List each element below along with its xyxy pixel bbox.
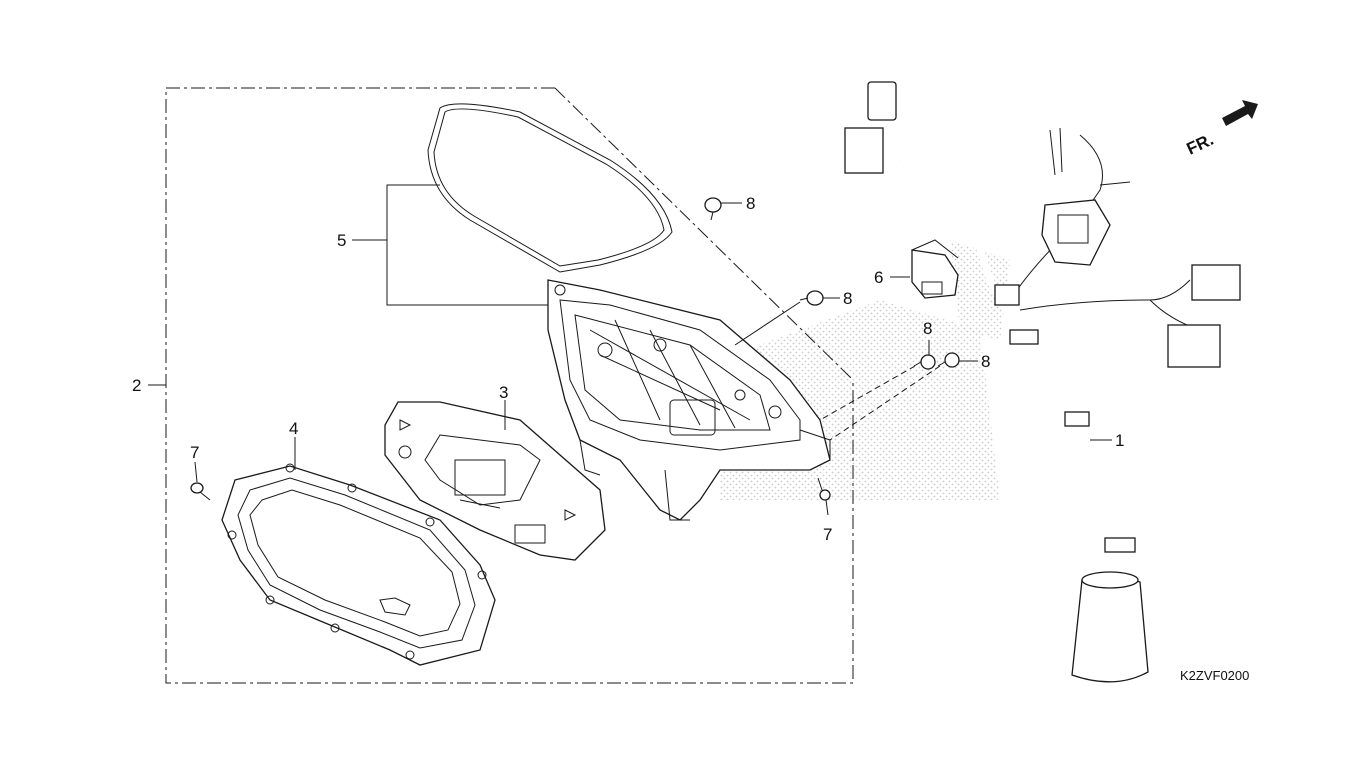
callout-8-top: 8 — [746, 194, 755, 213]
screw-8-top — [704, 197, 722, 221]
callout-7-left: 7 — [190, 443, 199, 462]
diagram-code: K2ZVF0200 — [1180, 668, 1249, 683]
callout-4: 4 — [289, 419, 298, 438]
callout-8-lower-b: 8 — [981, 352, 990, 371]
screw-8-mid — [799, 290, 824, 306]
callout-7-right: 7 — [823, 525, 832, 544]
callout-8-mid: 8 — [843, 289, 852, 308]
fastener-lines — [734, 301, 941, 441]
callouts: 1 2 3 4 5 6 7 7 8 8 8 8 — [132, 194, 1124, 544]
meter-case-part — [547, 279, 831, 521]
leader-lines — [148, 184, 1112, 516]
callout-8-lower-a: 8 — [923, 319, 932, 338]
screw-8-lower-a — [913, 354, 936, 370]
front-direction-indicator: FR. — [1184, 100, 1258, 159]
callout-2: 2 — [132, 376, 141, 395]
front-direction-label: FR. — [1184, 130, 1217, 159]
gasket-part — [427, 103, 673, 273]
screw-7-right — [817, 477, 831, 501]
callout-6: 6 — [874, 268, 883, 287]
screw-7-left — [190, 482, 211, 501]
callout-3: 3 — [499, 383, 508, 402]
callout-5: 5 — [337, 231, 346, 250]
meter-cover-part — [221, 463, 496, 666]
socket-part — [911, 239, 959, 299]
wire-harness-part — [844, 81, 1241, 683]
assembly-box — [165, 87, 854, 684]
screw-8-lower-b — [937, 352, 960, 368]
callout-1: 1 — [1115, 431, 1124, 450]
meter-display-part — [384, 401, 606, 561]
